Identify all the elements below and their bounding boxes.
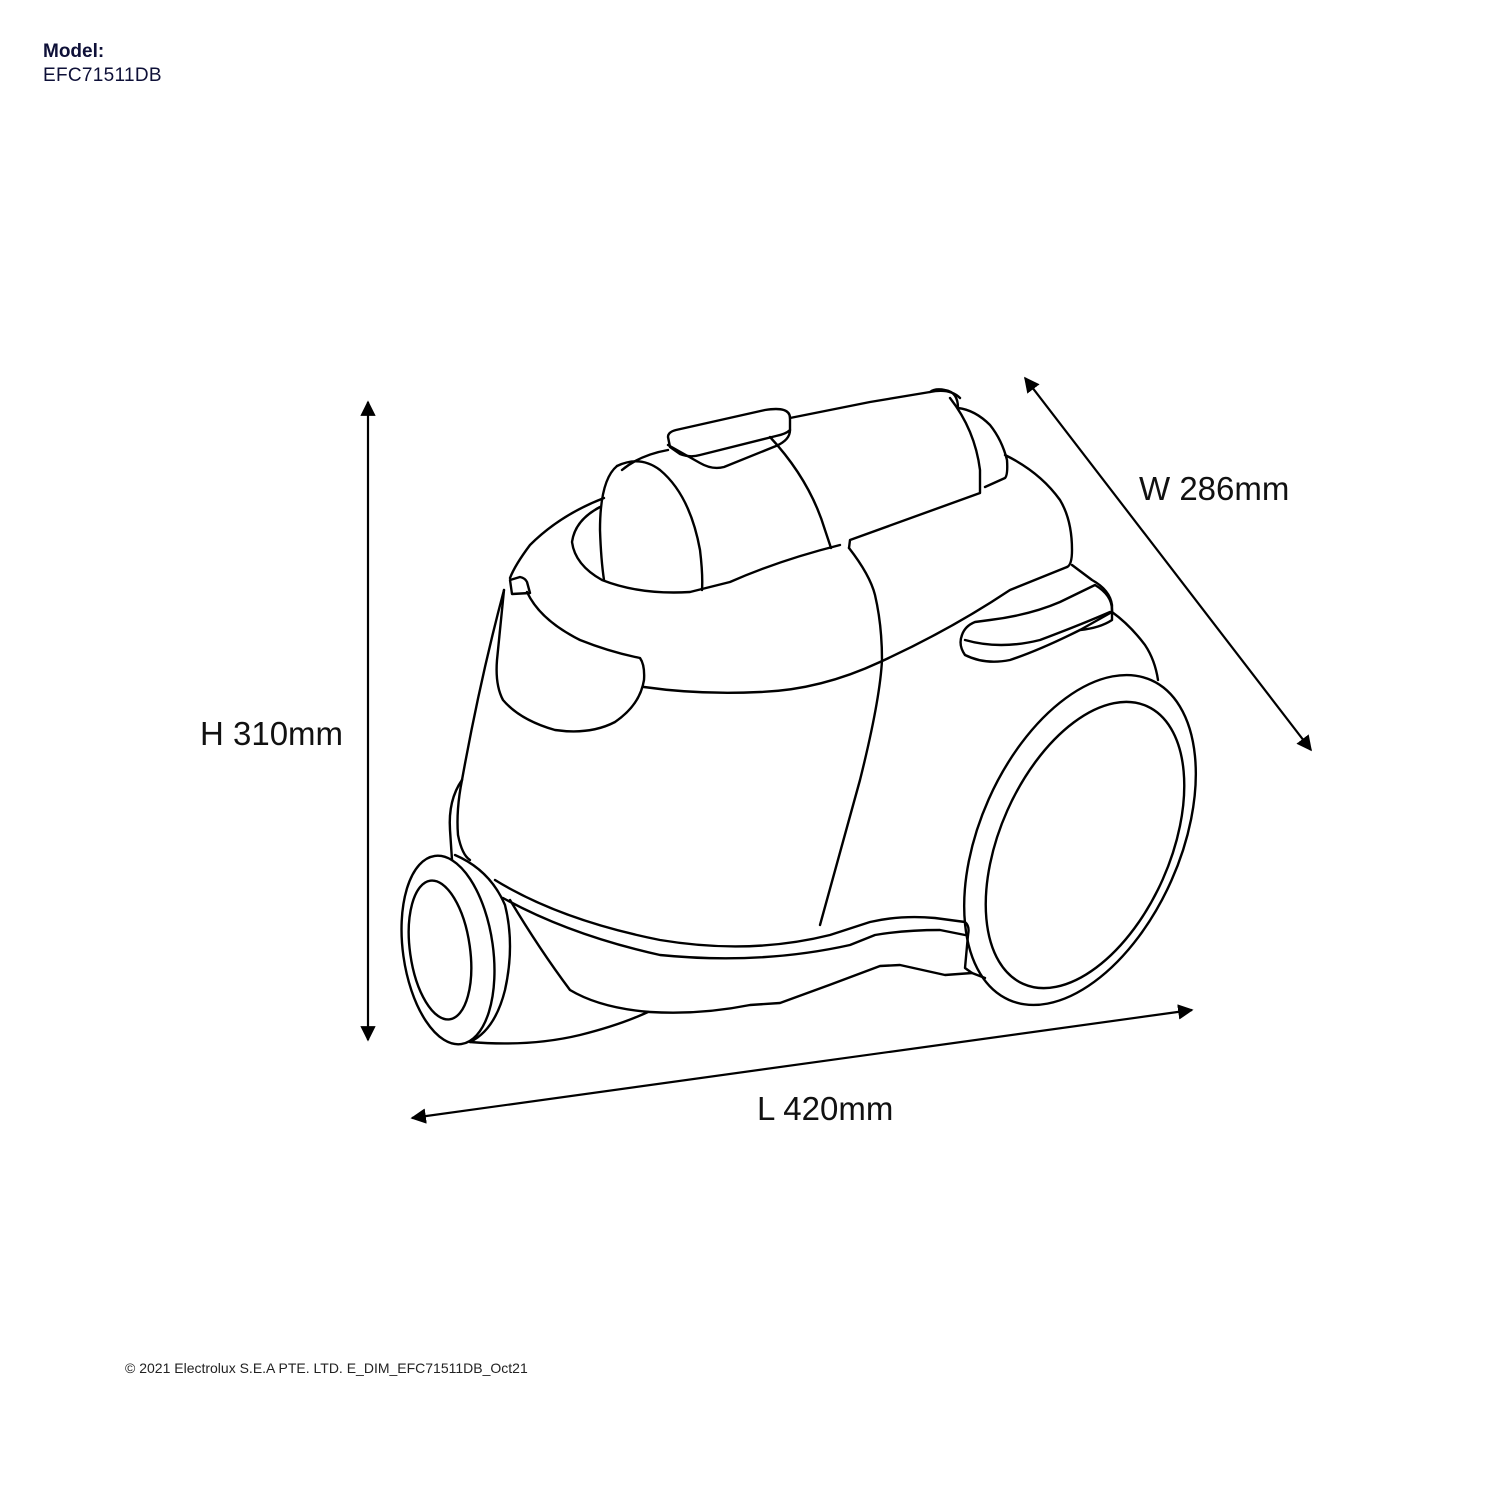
model-label: Model: bbox=[43, 41, 105, 62]
height-label: H 310mm bbox=[200, 715, 344, 752]
vacuum-body bbox=[400, 388, 1198, 1046]
model-info: Model: EFC71511DB bbox=[43, 40, 162, 88]
length-label: L 420mm bbox=[757, 1090, 894, 1127]
copyright-footer: © 2021 Electrolux S.E.A PTE. LTD. E_DIM_… bbox=[125, 1360, 528, 1376]
width-arrow bbox=[1024, 376, 1312, 752]
length-arrow bbox=[410, 1004, 1194, 1124]
model-number: EFC71511DB bbox=[43, 65, 162, 86]
width-label: W 286mm bbox=[1139, 470, 1290, 507]
